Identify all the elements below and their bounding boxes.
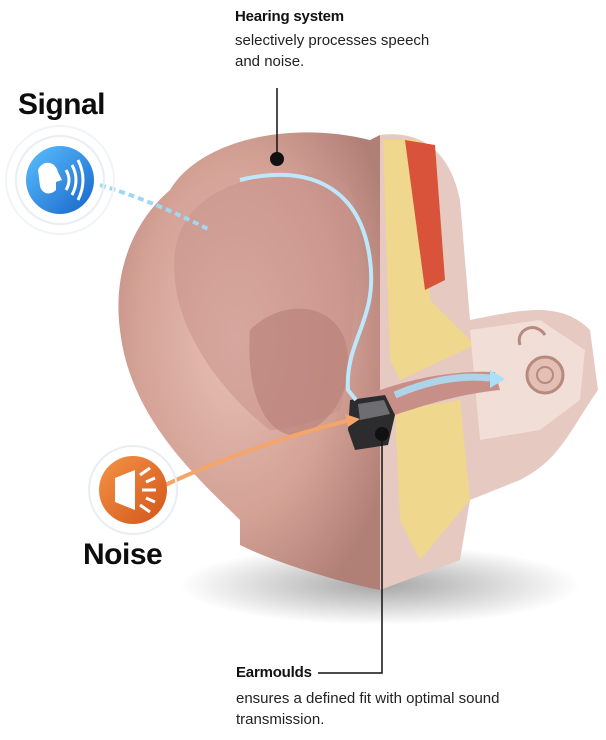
earmoulds-dot xyxy=(375,427,389,441)
cochlea xyxy=(527,357,563,393)
earmoulds-title: Earmoulds xyxy=(236,664,312,681)
earmoulds-description: ensures a defined fit with optimal sound… xyxy=(236,688,500,730)
hearing-system-description: selectively processes speech and noise. xyxy=(235,30,429,72)
hearing-system-desc-line2: and noise. xyxy=(235,51,429,72)
signal-badge xyxy=(6,126,114,234)
noise-label: Noise xyxy=(83,538,162,572)
hearing-system-title: Hearing system xyxy=(235,8,344,25)
noise-badge xyxy=(89,446,177,534)
earmoulds-desc-line1: ensures a defined fit with optimal sound xyxy=(236,688,500,709)
signal-label: Signal xyxy=(18,88,105,122)
hearing-system-desc-line1: selectively processes speech xyxy=(235,30,429,51)
hearing-system-dot xyxy=(270,152,284,166)
earmoulds-desc-line2: transmission. xyxy=(236,709,500,730)
